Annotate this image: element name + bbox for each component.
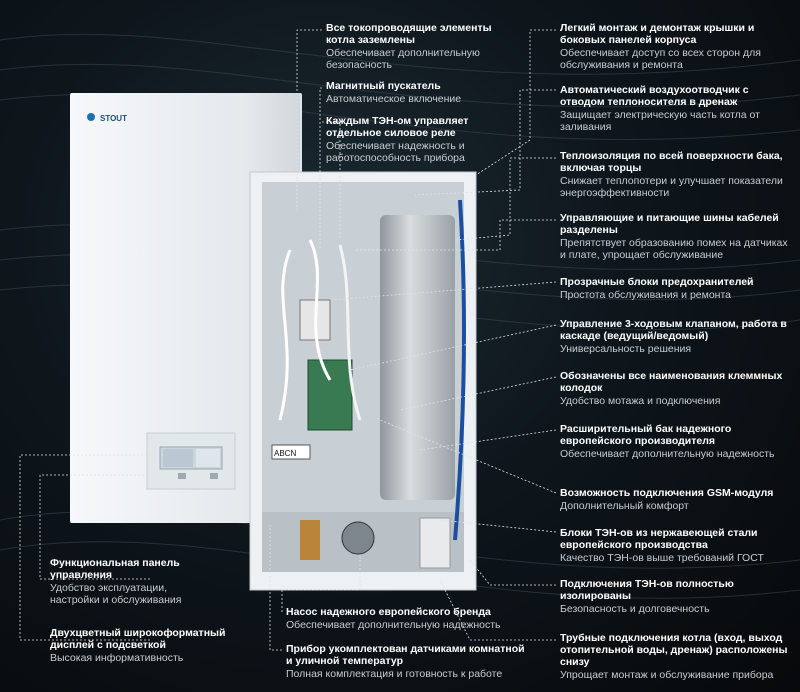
feature-gsm-module: Возможность подключения GSM-модуля Допол…: [560, 487, 792, 512]
feature-desc: Удобство эксплуатации, настройки и обслу…: [50, 582, 182, 606]
feature-sensors: Прибор укомплектован датчиками комнатной…: [286, 643, 526, 680]
feature-desc: Качество ТЭН-ов выше требований ГОСТ: [560, 552, 764, 564]
feature-title: Блоки ТЭН-ов из нержавеющей стали европе…: [560, 527, 758, 551]
feature-desc: Полная комплектация и готовность к работ…: [286, 668, 503, 680]
feature-expansion-tank: Расширительный бак надежного европейског…: [560, 423, 792, 460]
feature-desc: Дополнительный комфорт: [560, 500, 689, 512]
feature-title: Расширительный бак надежного европейског…: [560, 423, 732, 447]
feature-title: Все токопроводящие элементы котла заземл…: [326, 22, 492, 46]
feature-control-panel: Функциональная панель управления Удобств…: [50, 557, 210, 606]
feature-title: Насос надежного европейского бренда: [286, 606, 491, 618]
feature-display: Двухцветный широкоформатный дисплей с по…: [50, 627, 240, 664]
terminal-label: ABCN: [274, 449, 296, 458]
feature-desc: Автоматическое включение: [326, 93, 462, 105]
feature-cable-buses: Управляющие и питающие шины кабелей разд…: [560, 212, 792, 261]
feature-magnetic-starter: Магнитный пускатель Автоматическое включ…: [326, 80, 506, 105]
feature-title: Двухцветный широкоформатный дисплей с по…: [50, 627, 226, 651]
feature-desc: Упрощает монтаж и обслуживание прибора: [560, 669, 774, 681]
feature-desc: Удобство мотажа и подключения: [560, 395, 721, 407]
feature-desc: Обеспечивает дополнительную надежность: [286, 619, 501, 631]
feature-power-relay: Каждым ТЭН-ом управляет отдельное силово…: [326, 115, 506, 164]
feature-desc: Универсальность решения: [560, 343, 692, 355]
feature-3way-valve: Управление 3-ходовым клапаном, работа в …: [560, 318, 792, 355]
feature-title: Обозначены все наименования клеммных кол…: [560, 370, 783, 394]
feature-desc: Безопасность и долговечность: [560, 603, 710, 615]
feature-desc: Простота обслуживания и ремонта: [560, 289, 732, 301]
feature-title: Автоматический воздухоотводчик с отводом…: [560, 84, 749, 108]
boiler-open-body: [249, 171, 477, 591]
feature-grounding: Все токопроводящие элементы котла заземл…: [326, 22, 506, 71]
feature-title: Возможность подключения GSM-модуля: [560, 487, 774, 499]
feature-air-vent: Автоматический воздухоотводчик с отводом…: [560, 84, 792, 133]
feature-insulated-connections: Подключения ТЭН-ов полностью изолированы…: [560, 578, 792, 615]
feature-heating-elements: Блоки ТЭН-ов из нержавеющей стали европе…: [560, 527, 792, 564]
feature-title: Прибор укомплектован датчиками комнатной…: [286, 643, 525, 667]
feature-title: Каждым ТЭН-ом управляет отдельное силово…: [326, 115, 469, 139]
feature-title: Магнитный пускатель: [326, 80, 441, 92]
feature-desc: Обеспечивает надежность и работоспособно…: [326, 140, 465, 164]
feature-desc: Обеспечивает доступ со всех сторон для о…: [560, 47, 761, 71]
feature-title: Прозрачные блоки предохранителей: [560, 276, 754, 288]
feature-title: Подключения ТЭН-ов полностью изолированы: [560, 578, 734, 602]
feature-desc: Обеспечивает дополнительную безопасность: [326, 47, 480, 71]
feature-pipe-connections: Трубные подключения котла (вход, выход о…: [560, 632, 792, 681]
feature-desc: Обеспечивает дополнительную надежность: [560, 448, 775, 460]
feature-easy-mounting: Легкий монтаж и демонтаж крышки и боковы…: [560, 22, 792, 71]
feature-desc: Высокая информативность: [50, 652, 184, 664]
feature-title: Управляющие и питающие шины кабелей разд…: [560, 212, 779, 236]
feature-terminal-names: Обозначены все наименования клеммных кол…: [560, 370, 792, 407]
feature-title: Легкий монтаж и демонтаж крышки и боковы…: [560, 22, 755, 46]
feature-title: Функциональная панель управления: [50, 557, 180, 581]
feature-desc: Препятствует образованию помех на датчик…: [560, 237, 788, 261]
feature-pump: Насос надежного европейского бренда Обес…: [286, 606, 526, 631]
feature-desc: Защищает электрическую часть котла от за…: [560, 109, 760, 133]
feature-insulation: Теплоизоляция по всей поверхности бака, …: [560, 150, 792, 199]
brand-logo-text: STOUT: [100, 114, 127, 123]
feature-desc: Снижает теплопотери и улучшает показател…: [560, 175, 783, 199]
feature-title: Трубные подключения котла (вход, выход о…: [560, 632, 788, 668]
feature-title: Теплоизоляция по всей поверхности бака, …: [560, 150, 783, 174]
feature-title: Управление 3-ходовым клапаном, работа в …: [560, 318, 787, 342]
feature-fuse-blocks: Прозрачные блоки предохранителей Простот…: [560, 276, 792, 301]
